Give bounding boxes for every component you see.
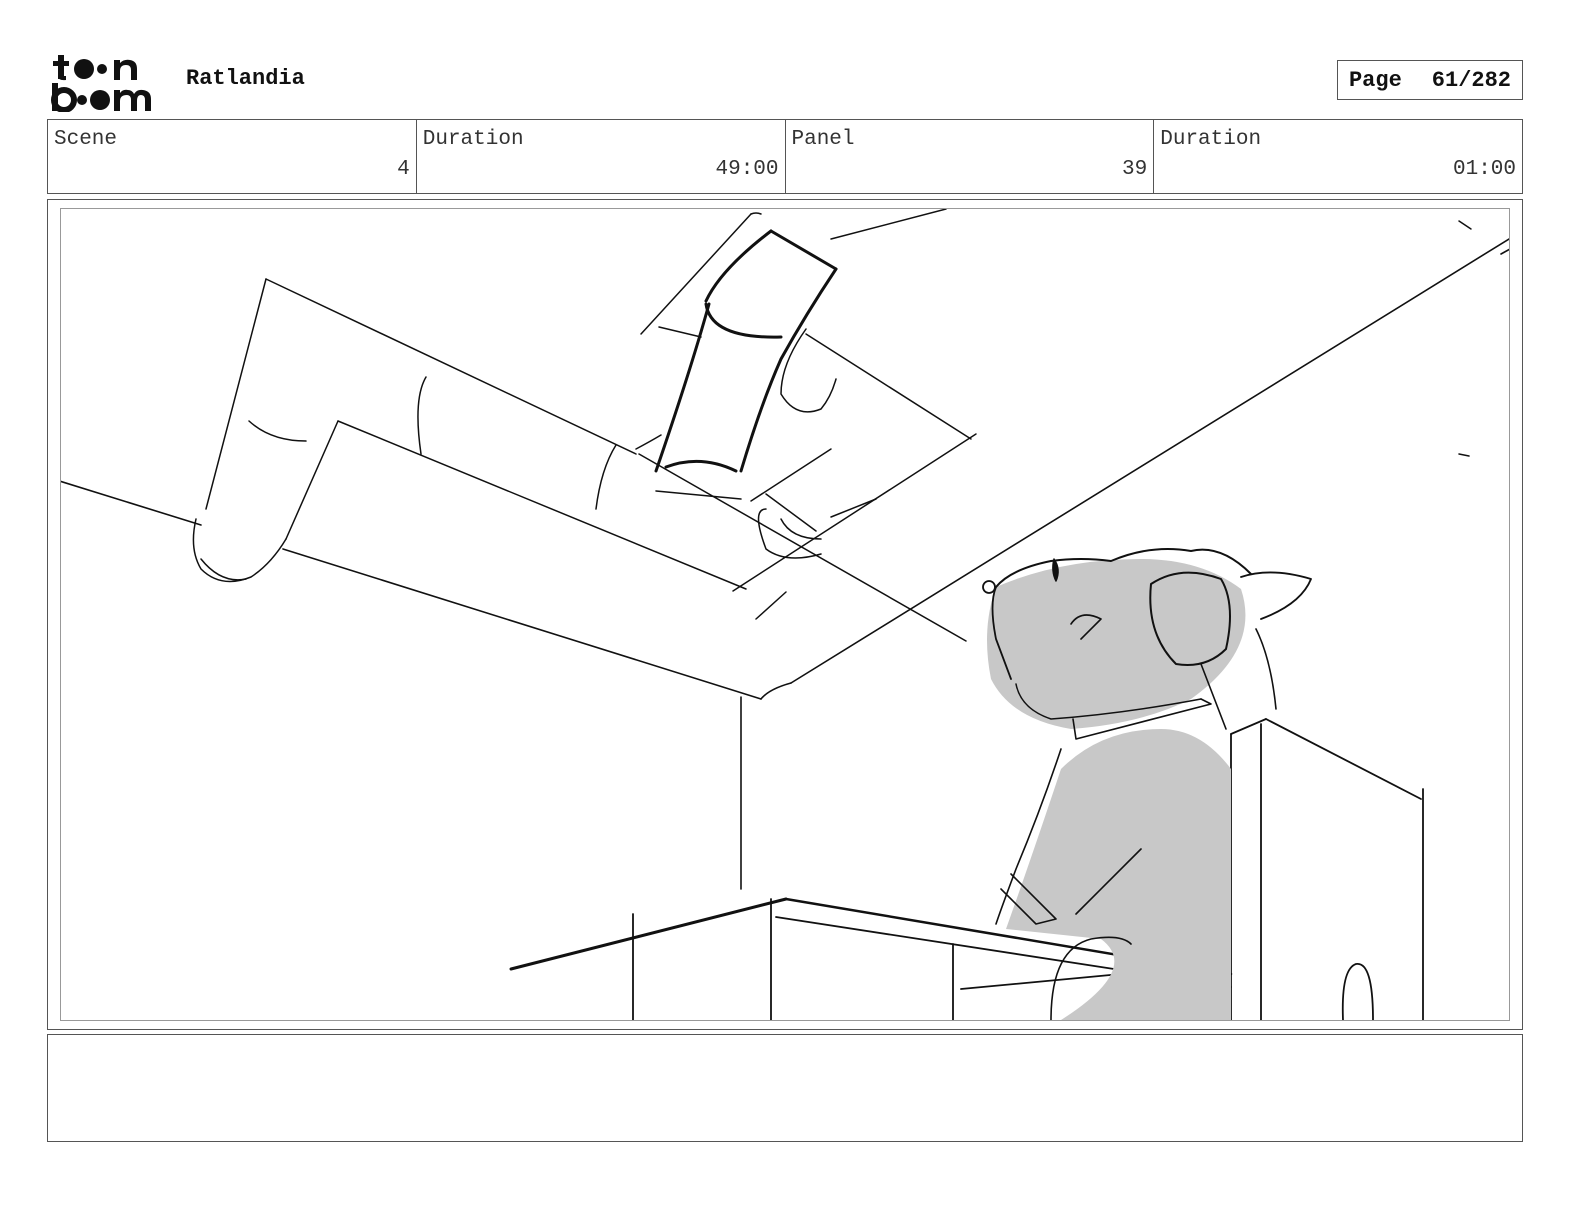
panel-label: Panel xyxy=(791,128,855,151)
storyboard-panel xyxy=(47,199,1523,1030)
rat-character xyxy=(982,547,1312,1020)
scene-duration-label: Duration xyxy=(422,128,524,151)
panel-drawing-area xyxy=(60,208,1510,1021)
page-label: Page xyxy=(1348,67,1402,93)
scene-duration-value: 49:00 xyxy=(715,158,779,181)
duct-sketch xyxy=(192,209,977,642)
ceiling-lines xyxy=(61,238,1509,890)
panel-info-row: Scene 4 Duration 49:00 Panel 39 Duration… xyxy=(47,119,1523,194)
scene-value: 4 xyxy=(397,158,410,181)
page-indicator: Page 61/282 xyxy=(1337,60,1523,100)
panel-duration-value: 01:00 xyxy=(1452,158,1516,181)
project-title: Ratlandia xyxy=(186,66,305,91)
toonboom-logo xyxy=(50,52,165,113)
page-number: 61/282 xyxy=(1431,67,1512,93)
panel-notes[interactable] xyxy=(47,1034,1523,1142)
panel-duration-cell: Duration 01:00 xyxy=(1154,120,1522,193)
misc-marks xyxy=(1458,220,1472,457)
hanging-vent xyxy=(654,229,838,473)
scene-label: Scene xyxy=(54,128,118,151)
panel-cell: Panel 39 xyxy=(786,120,1155,193)
panel-value: 39 xyxy=(1122,158,1148,181)
sketch-drawing xyxy=(61,209,1509,1020)
scene-duration-cell: Duration 49:00 xyxy=(417,120,786,193)
cabinet-sketch xyxy=(1230,718,1424,1020)
panel-duration-label: Duration xyxy=(1160,128,1262,151)
logo-graphic xyxy=(51,55,151,113)
scene-cell: Scene 4 xyxy=(48,120,417,193)
